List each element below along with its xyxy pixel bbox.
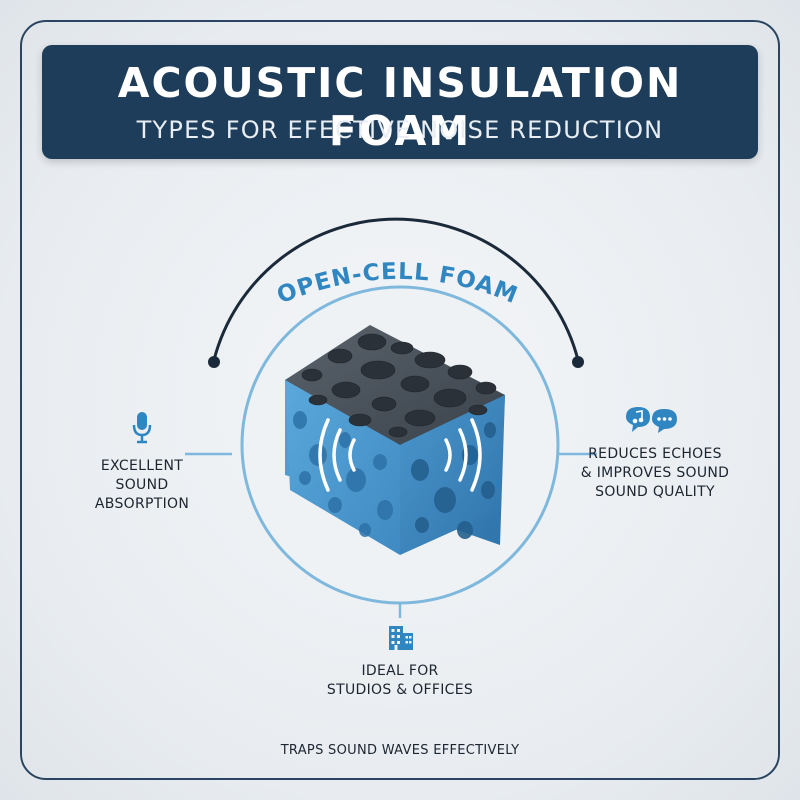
- bottom-feature-line-2: STUDIOS & OFFICES: [326, 682, 474, 698]
- left-feature-label: EXCELLENT SOUND ABSORPTION: [80, 457, 204, 514]
- page-subtitle: TYPES FOR EFECTIVE NOISE REDUCTION: [136, 116, 664, 144]
- top-arc: [212, 217, 580, 361]
- left-feature-line-3: ABSORPTION: [94, 496, 190, 512]
- top-arc-left-dot: [208, 356, 220, 368]
- top-arc-right-dot: [572, 356, 584, 368]
- foam-front-left: [285, 380, 400, 555]
- bottom-feature-label: IDEAL FOR STUDIOS & OFFICES: [310, 662, 490, 700]
- title-banner: ACOUSTIC INSULATION FOAM TYPES FOR EFECT…: [42, 45, 758, 159]
- left-feature-line-1: EXCELLENT: [100, 458, 184, 474]
- footer-caption: TRAPS SOUND WAVES EFFECTIVELY: [280, 743, 520, 758]
- left-feature-line-2: SOUND: [115, 477, 169, 493]
- building-icon: [388, 624, 414, 652]
- sound-wave-icon: [318, 418, 482, 492]
- microphone-icon: [131, 411, 153, 445]
- right-feature-label: REDUCES ECHOES & IMPROVES SOUND SOUND QU…: [580, 445, 730, 502]
- foam-cube-illustration: [285, 325, 505, 555]
- right-feature-line-2: & IMPROVES SOUND: [580, 465, 730, 481]
- outer-frame: [20, 20, 780, 780]
- right-feature-line-3: SOUND QUALITY: [595, 484, 715, 500]
- music-chat-icon: [626, 405, 678, 435]
- bottom-feature-line-1: IDEAL FOR: [361, 663, 439, 679]
- page-title: ACOUSTIC INSULATION FOAM: [117, 59, 683, 155]
- right-feature-line-1: REDUCES ECHOES: [588, 446, 722, 462]
